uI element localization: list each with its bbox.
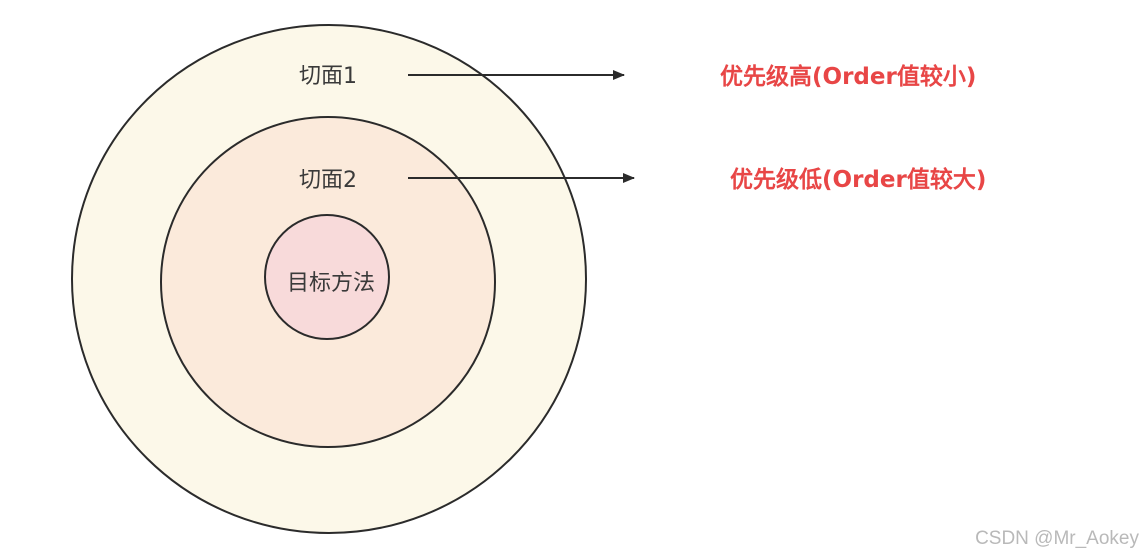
middle-aspect-label: 切面2 [299,168,357,193]
target-method-label: 目标方法 [287,271,375,296]
csdn-watermark: CSDN @Mr_Aokey [975,528,1139,549]
target-method-circle [264,214,390,340]
high-priority-label: 优先级高(Order值较小) [720,63,976,90]
low-priority-label: 优先级低(Order值较大) [730,166,986,193]
outer-aspect-label: 切面1 [299,64,357,89]
